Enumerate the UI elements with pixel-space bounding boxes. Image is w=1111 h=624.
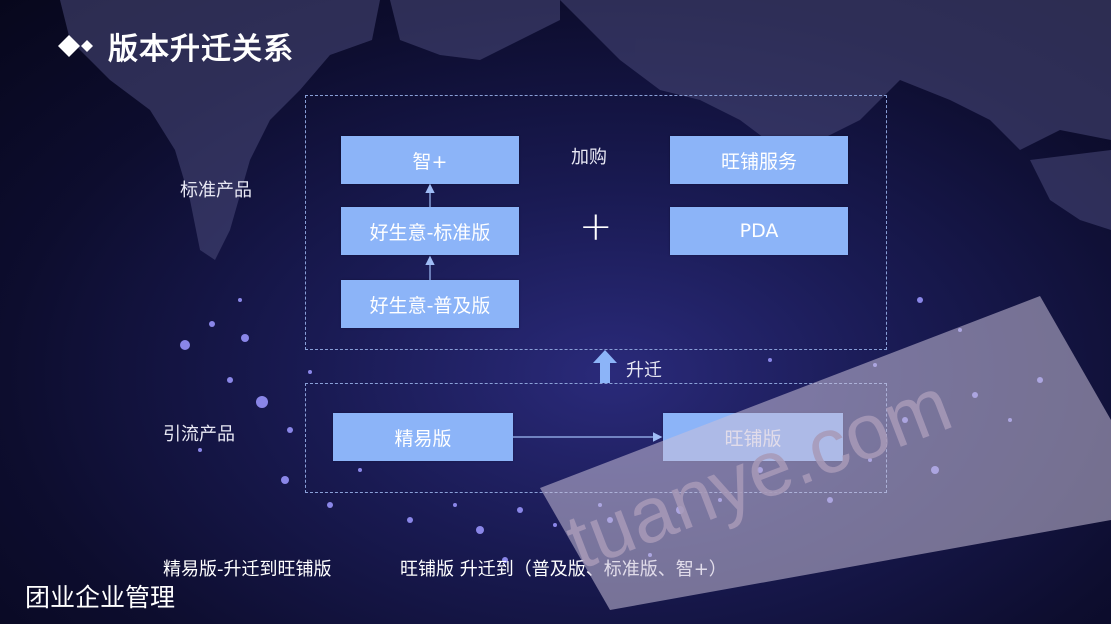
title-group: 版本升迁关系 (58, 24, 294, 68)
page-title: 版本升迁关系 (108, 32, 294, 67)
zhi-plus-box: 智+ (341, 136, 519, 184)
jingyi-edition-box: 精易版 (333, 413, 513, 461)
lead-products-label: 引流产品 (163, 424, 235, 445)
standard-products-label: 标准产品 (180, 180, 252, 201)
standard-edition-box: 好生意-标准版 (341, 207, 519, 255)
shop-edition-box: 旺铺版 (663, 413, 843, 461)
footer-company: 团业企业管理 (25, 583, 176, 612)
shop-service-box: 旺铺服务 (670, 136, 848, 184)
note-right: 旺铺版 升迁到（普及版、标准版、智+） (400, 559, 727, 580)
pda-box: PDA (670, 207, 848, 255)
diamond-bullet-icon (58, 35, 93, 57)
note-left: 精易版-升迁到旺铺版 (163, 559, 332, 580)
add-purchase-label: 加购 (571, 147, 607, 168)
plus-icon: + (579, 204, 613, 250)
basic-edition-box: 好生意-普及版 (341, 280, 519, 328)
migrate-label: 升迁 (626, 360, 662, 381)
